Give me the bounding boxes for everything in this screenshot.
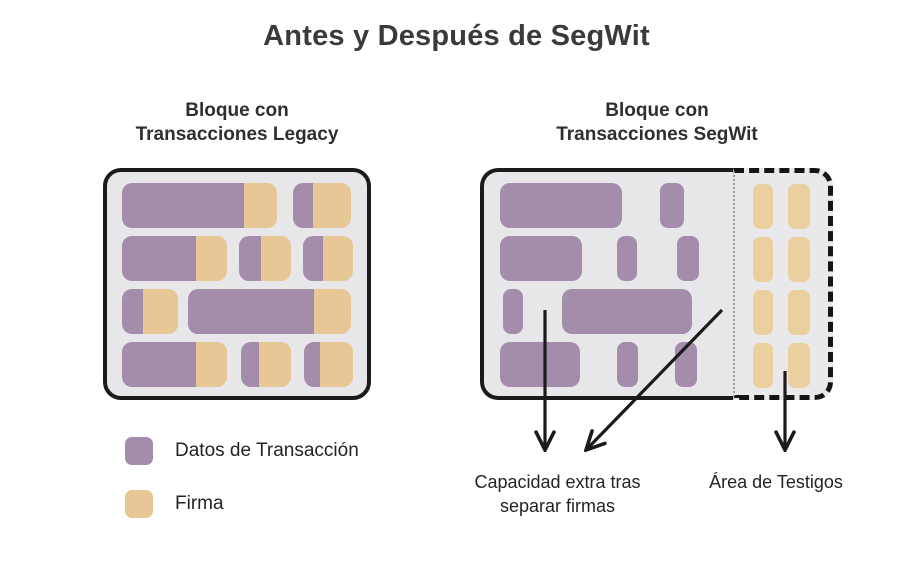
capacity-annotation-line2: separar firmas — [499, 496, 616, 517]
segwit-transaction — [500, 183, 622, 228]
transaction-data-segment — [500, 236, 582, 281]
transaction-data-segment — [617, 236, 637, 281]
segwit-transaction — [562, 289, 692, 334]
segwit-block-main-area — [480, 168, 733, 400]
segwit-transaction — [675, 342, 697, 387]
segwit-transaction — [660, 183, 684, 228]
legend: Datos de Transacción Firma — [125, 437, 359, 543]
legacy-transaction — [188, 289, 351, 334]
signature-swatch — [125, 490, 153, 518]
signature-segment — [320, 342, 353, 387]
transaction-row — [500, 289, 733, 334]
signature-segment — [143, 289, 178, 334]
signature-segment — [195, 236, 227, 281]
transaction-data-segment — [677, 236, 699, 281]
signature-segment — [313, 183, 351, 228]
segwit-transaction — [500, 342, 580, 387]
witness-signature — [753, 237, 773, 282]
transaction-row — [753, 290, 828, 335]
transaction-row — [122, 236, 353, 281]
transaction-row — [500, 236, 733, 281]
segwit-heading-line2: Transacciones SegWit — [556, 123, 758, 145]
diagram-title: Antes y Después de SegWit — [263, 20, 650, 52]
transaction-data-segment — [293, 183, 314, 228]
signature-segment — [323, 236, 353, 281]
legacy-transaction — [122, 183, 277, 228]
legend-item-signature: Firma — [125, 490, 359, 518]
signature-segment — [753, 184, 773, 229]
legacy-transaction — [303, 236, 353, 281]
transaction-row — [122, 289, 353, 334]
signature-segment — [788, 290, 810, 335]
signature-segment — [753, 237, 773, 282]
signature-segment — [788, 184, 810, 229]
transaction-data-segment — [241, 342, 259, 387]
transaction-data-segment — [122, 183, 245, 228]
transaction-data-segment — [660, 183, 684, 228]
transaction-data-segment — [122, 289, 144, 334]
legacy-transaction — [122, 236, 227, 281]
witness-signature — [753, 290, 773, 335]
transaction-row — [122, 342, 353, 387]
transaction-data-segment — [188, 289, 314, 334]
transaction-row — [753, 237, 828, 282]
segwit-block-heading: Bloque con Transacciones SegWit — [507, 99, 807, 147]
capacity-annotation: Capacidad extra tras separar firmas — [445, 470, 670, 519]
transaction-data-segment — [239, 236, 261, 281]
transaction-data-segment — [617, 342, 638, 387]
signature-segment — [753, 290, 773, 335]
segwit-transaction — [677, 236, 699, 281]
transaction-row — [500, 342, 733, 387]
legacy-transaction — [122, 289, 178, 334]
signature-segment — [788, 237, 810, 282]
transaction-row — [122, 183, 353, 228]
witness-signature — [753, 343, 773, 388]
legacy-transaction — [122, 342, 227, 387]
witness-signature — [788, 343, 810, 388]
transaction-data-segment — [503, 289, 523, 334]
segwit-transaction — [503, 289, 523, 334]
segwit-transaction — [617, 236, 637, 281]
legacy-heading-line1: Bloque con — [185, 100, 289, 121]
witness-signature — [788, 290, 810, 335]
transaction-data-segment — [562, 289, 692, 334]
witness-signature — [753, 184, 773, 229]
transaction-data-segment — [122, 342, 196, 387]
signature-segment — [313, 289, 351, 334]
witness-area-annotation: Área de Testigos — [709, 472, 843, 492]
signature-segment — [753, 343, 773, 388]
segwit-transaction — [617, 342, 638, 387]
witness-signature — [788, 237, 810, 282]
transaction-data-swatch — [125, 437, 153, 465]
transaction-data-segment — [675, 342, 697, 387]
signature-segment — [195, 342, 227, 387]
legacy-transaction — [241, 342, 291, 387]
transaction-data-segment — [500, 183, 622, 228]
segwit-witness-area — [733, 168, 833, 400]
segwit-heading-line1: Bloque con — [605, 100, 709, 121]
legacy-heading-line2: Transacciones Legacy — [135, 123, 339, 145]
transaction-data-segment — [304, 342, 321, 387]
segwit-transaction — [500, 236, 582, 281]
transaction-row — [753, 184, 828, 229]
transaction-data-label: Datos de Transacción — [175, 440, 359, 461]
transaction-data-segment — [500, 342, 580, 387]
legacy-transaction — [239, 236, 291, 281]
legacy-transaction — [293, 183, 351, 228]
witness-signature — [788, 184, 810, 229]
signature-segment — [259, 342, 291, 387]
legacy-block — [103, 168, 371, 400]
signature-segment — [244, 183, 277, 228]
legacy-block-heading: Bloque con Transacciones Legacy — [87, 99, 387, 147]
capacity-annotation-line1: Capacidad extra tras — [474, 472, 641, 492]
legend-item-transaction-data: Datos de Transacción — [125, 437, 359, 465]
transaction-data-segment — [122, 236, 196, 281]
signature-segment — [260, 236, 291, 281]
signature-label: Firma — [175, 493, 224, 514]
transaction-data-segment — [303, 236, 323, 281]
transaction-row — [753, 343, 828, 388]
signature-segment — [788, 343, 810, 388]
transaction-row — [500, 183, 733, 228]
legacy-transaction — [304, 342, 353, 387]
